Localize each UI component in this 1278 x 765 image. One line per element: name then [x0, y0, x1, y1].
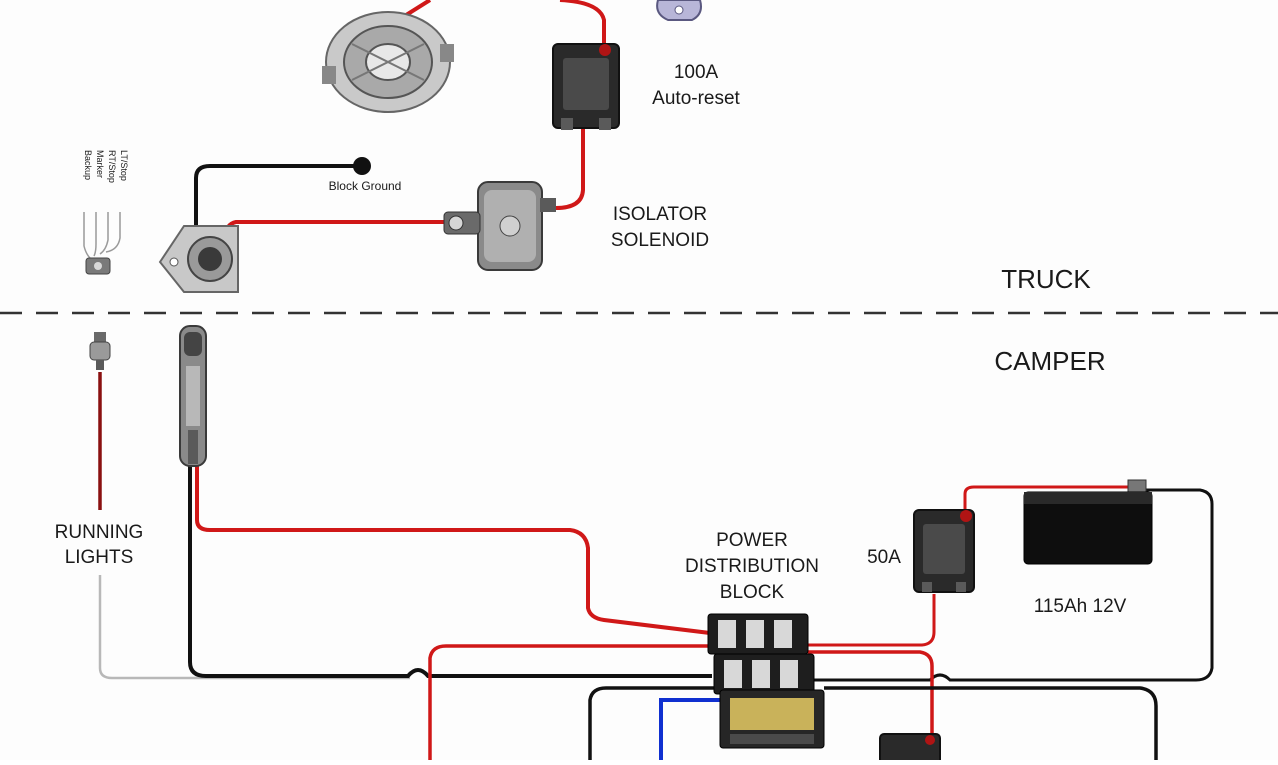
wires: [98, 0, 1214, 760]
isolator-label: ISOLATOR: [613, 204, 707, 225]
breaker-lower-icon: [879, 733, 941, 765]
wire-block-ground: [194, 164, 362, 242]
pdb-label-3: BLOCK: [720, 582, 785, 603]
wire-breaker-to-solenoid: [555, 128, 585, 210]
wire-lower-ground-loop: [588, 686, 1158, 760]
breaker-50a-icon: [913, 509, 975, 593]
wire-red-bus-loop: [428, 644, 934, 760]
breaker-50a-label: 50A: [867, 547, 901, 568]
wire-plug-ground: [188, 462, 712, 678]
running-light-bulb-icon: [89, 332, 111, 370]
breaker-100a-sublabel: Auto-reset: [652, 88, 740, 109]
wire-pdb-to-50a: [800, 594, 936, 647]
camper-section-label: CAMPER: [994, 346, 1105, 376]
pin-label-rt-stop: RT/Stop: [107, 150, 117, 183]
connector-pigtail-icon: [85, 257, 111, 275]
wire-running-lights-grey: [98, 575, 410, 680]
fuse-block-icon: [719, 689, 825, 749]
wire-battery-ground: [812, 488, 1214, 682]
isolator-solenoid-icon: [443, 181, 556, 271]
block-ground-label: Block Ground: [329, 179, 402, 193]
breaker-100a-label: 100A: [674, 62, 719, 83]
wire-blue: [659, 698, 728, 760]
power-distribution-block-icon: [707, 613, 815, 695]
pin-label-lt-stop: LT/Stop: [119, 150, 129, 181]
running-lights-sublabel: LIGHTS: [65, 547, 134, 568]
trailer-connector-icon: [158, 225, 239, 293]
isolator-sublabel: SOLENOID: [611, 230, 709, 251]
running-lights-label: RUNNING: [55, 522, 144, 543]
wire-50a-to-battery: [963, 485, 1128, 512]
pdb-label-1: POWER: [716, 530, 788, 551]
battery-icon: [1023, 479, 1153, 565]
wire-plug-to-pdb-positive: [195, 462, 719, 636]
truck-section-label: TRUCK: [1001, 264, 1091, 294]
block-ground-terminal: [353, 157, 371, 175]
breaker-100a-icon: [552, 43, 620, 130]
battery-label: 115Ah 12V: [1034, 596, 1127, 617]
fuse-holder-icon: [656, 0, 702, 21]
trailer-pin-legend: LT/Stop RT/Stop Marker Backup: [83, 150, 129, 275]
pin-label-marker: Marker: [95, 150, 105, 178]
camper-plug-icon: [179, 325, 207, 467]
alternator-icon: [322, 11, 454, 113]
pin-label-backup: Backup: [83, 150, 93, 180]
pdb-label-2: DISTRIBUTION: [685, 556, 819, 577]
wire-solenoid-to-connector: [222, 220, 448, 239]
